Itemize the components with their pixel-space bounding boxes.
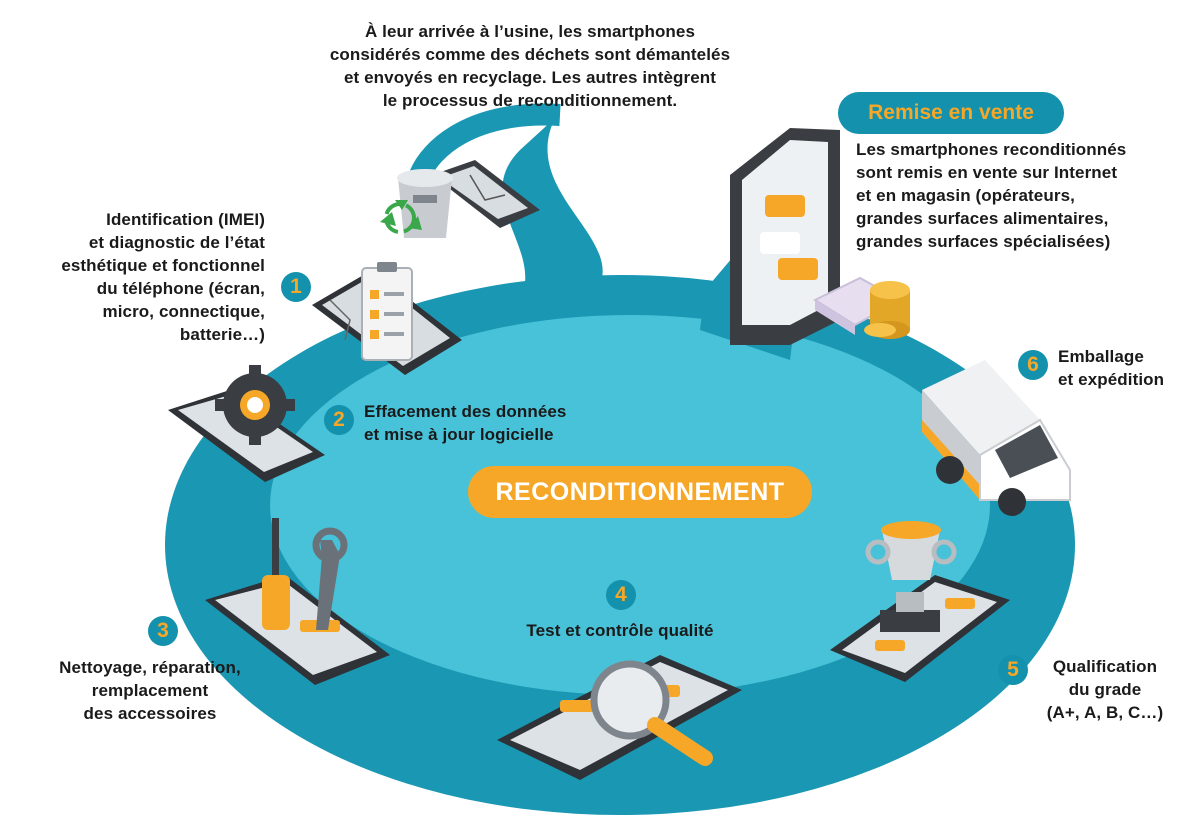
step-1-number: 1 [281, 272, 311, 302]
step-1-line: micro, connectique, [102, 302, 265, 321]
step-3-number: 3 [148, 616, 178, 646]
step-4-text: Test et contrôle qualité [480, 619, 760, 642]
repair-illustration [205, 518, 390, 685]
large-phone-icon [730, 128, 840, 345]
step-1-text: Identification (IMEI) et diagnostic de l… [10, 208, 265, 346]
diagnostic-illustration [312, 262, 462, 375]
step-1-line: batterie…) [179, 325, 265, 344]
step-2-text: Effacement des données et mise à jour lo… [364, 400, 624, 446]
step-3-line: remplacement [91, 681, 209, 700]
step-2-number: 2 [324, 405, 354, 435]
intro-line: considérés comme des déchets sont démant… [329, 45, 731, 64]
step-4-number: 4 [606, 580, 636, 610]
clipboard-icon [361, 262, 413, 361]
resale-line: sont remis en vente sur Internet [856, 163, 1118, 182]
intro-line: À leur arrivée à l’usine, les smartphone… [364, 22, 696, 41]
truck-icon [922, 360, 1071, 516]
step-1-line: Identification (IMEI) [106, 210, 265, 229]
grade-illustration [830, 521, 1010, 682]
step-5-number: 5 [998, 655, 1028, 685]
intro-text: À leur arrivée à l’usine, les smartphone… [290, 20, 770, 112]
step-4-line: Test et contrôle qualité [526, 621, 714, 640]
resale-line: grandes surfaces spécialisées) [856, 232, 1111, 251]
coins-icon [864, 281, 910, 339]
test-illustration [497, 655, 742, 780]
step-2-line: Effacement des données [364, 402, 567, 421]
step-3-line: des accessoires [83, 704, 217, 723]
resale-line: Les smartphones reconditionnés [856, 140, 1127, 159]
step-1-line: et diagnostic de l’état [88, 233, 265, 252]
step-5-text: Qualification du grade (A+, A, B, C…) [1030, 655, 1180, 724]
center-label: RECONDITIONNEMENT [468, 466, 812, 518]
resale-illustration [730, 128, 910, 345]
magnifier-icon [590, 660, 713, 766]
resale-line: et en magasin (opérateurs, [856, 186, 1075, 205]
trophy-icon [865, 521, 957, 632]
resale-title: Remise en vente [838, 92, 1064, 134]
gear-icon [215, 365, 295, 445]
recycle-icon [380, 200, 422, 234]
screwdriver-icon [262, 518, 290, 630]
step-2-line: et mise à jour logicielle [364, 425, 554, 444]
step-1-line: du téléphone (écran, [96, 279, 265, 298]
intro-line: le processus de reconditionnement. [382, 91, 678, 110]
dismantle-illustration [380, 160, 540, 238]
step-6-line: et expédition [1058, 370, 1165, 389]
step-3-line: Nettoyage, réparation, [59, 658, 241, 677]
resale-text: Les smartphones reconditionnés sont remi… [856, 138, 1176, 253]
step-5-line: (A+, A, B, C…) [1046, 703, 1164, 722]
step-1-line: esthétique et fonctionnel [61, 256, 265, 275]
step-6-number: 6 [1018, 350, 1048, 380]
step-5-line: Qualification [1052, 657, 1158, 676]
step-3-text: Nettoyage, réparation, remplacement des … [30, 656, 270, 725]
step-6-text: Emballage et expédition [1058, 345, 1198, 391]
step-6-line: Emballage [1058, 347, 1144, 366]
wrench-icon [312, 527, 348, 630]
step-5-line: du grade [1068, 680, 1142, 699]
software-illustration [168, 365, 325, 482]
resale-line: grandes surfaces alimentaires, [856, 209, 1109, 228]
intro-line: et envoyés en recyclage. Les autres intè… [343, 68, 717, 87]
broken-phone-icon [432, 160, 540, 228]
